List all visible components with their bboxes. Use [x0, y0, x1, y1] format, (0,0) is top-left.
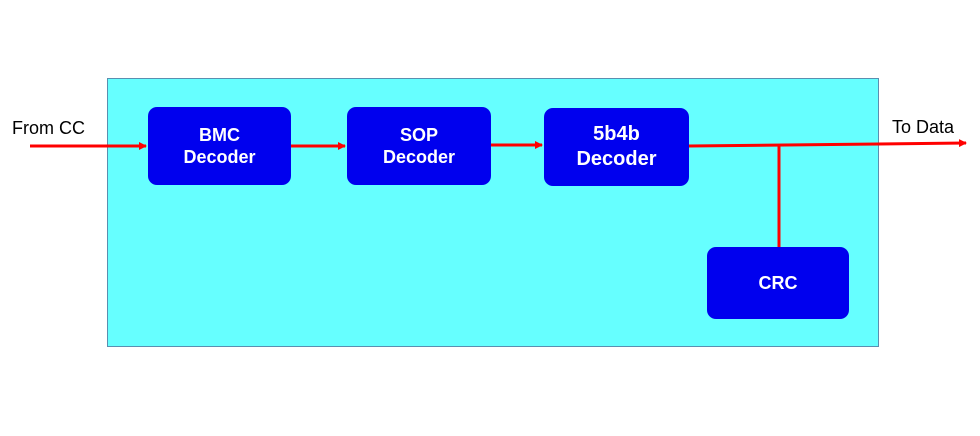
5b4b-decoder-subtitle: Decoder — [576, 148, 657, 170]
5b4b-decoder-title: 5b4b — [593, 123, 640, 145]
crc-title: CRC — [758, 272, 798, 293]
crc-block: CRC — [707, 247, 849, 319]
sop-decoder-block: SOP Decoder — [347, 107, 491, 185]
output-label: To Data — [892, 117, 955, 137]
sop-decoder-title: SOP — [399, 124, 438, 145]
input-label: From CC — [12, 118, 85, 138]
bmc-decoder-block: BMC Decoder — [148, 107, 291, 185]
5b4b-decoder-block: 5b4b Decoder — [544, 108, 689, 186]
sop-decoder-subtitle: Decoder — [382, 147, 456, 167]
bmc-decoder-subtitle: Decoder — [183, 147, 256, 167]
bmc-decoder-title: BMC — [199, 124, 240, 145]
